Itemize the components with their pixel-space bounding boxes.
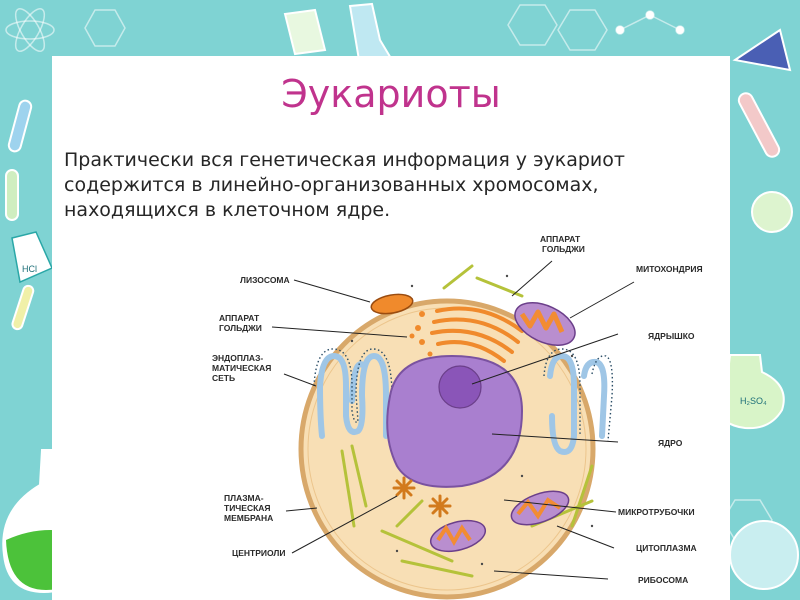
label-er-1: ЭНДОПЛАЗ- xyxy=(212,353,263,363)
label-er-3: СЕТЬ xyxy=(212,373,235,383)
label-golgi-left-2: ГОЛЬДЖИ xyxy=(219,323,262,333)
label-nucleolus: ЯДРЫШКО xyxy=(648,331,695,341)
label-plasma-2: ТИЧЕСКАЯ xyxy=(224,503,271,513)
label-plasma-1: ПЛАЗМА- xyxy=(224,493,264,503)
lysosome xyxy=(370,293,414,315)
label-ribosome: РИБОСОМА xyxy=(638,575,688,585)
label-nucleus: ЯДРО xyxy=(658,438,683,448)
nucleus xyxy=(386,354,524,488)
slide-text: Практически вся генетическая информация … xyxy=(64,149,625,221)
golgi-apparatus xyxy=(430,306,524,363)
slide-title: Эукариоты xyxy=(281,72,501,116)
label-cytoplasm: ЦИТОПЛАЗМА xyxy=(636,543,697,553)
slide-panel: Эукариоты Практически вся генетическая и… xyxy=(52,56,730,600)
mitochondrion xyxy=(514,302,576,346)
label-golgi-top-2: ГОЛЬДЖИ xyxy=(542,244,585,254)
label-mitochondria: МИТОХОНДРИЯ xyxy=(636,264,703,274)
microtubules xyxy=(340,264,594,578)
label-lysosome: ЛИЗОСОМА xyxy=(240,275,290,285)
label-plasma-3: МЕМБРАНА xyxy=(224,513,273,523)
centrioles xyxy=(392,476,452,518)
label-golgi-left-1: АППАРАТ xyxy=(219,313,260,323)
label-golgi-top-1: АППАРАТ xyxy=(540,234,581,244)
label-er-2: МАТИЧЕСКАЯ xyxy=(212,363,271,373)
label-centrioles: ЦЕНТРИОЛИ xyxy=(232,548,285,558)
nucleolus xyxy=(438,365,482,409)
flask-label-h2so4: H₂SO₄ xyxy=(740,396,767,406)
endoplasmic-reticulum xyxy=(317,352,389,439)
label-microtubules: МИКРОТРУБОЧКИ xyxy=(618,507,695,517)
cell-diagram: ЛИЗОСОМА АППАРАТ ГОЛЬДЖИ ЭНДОПЛАЗ- МАТИЧ… xyxy=(212,234,703,600)
flask-label-hcl: HCl xyxy=(22,264,37,274)
